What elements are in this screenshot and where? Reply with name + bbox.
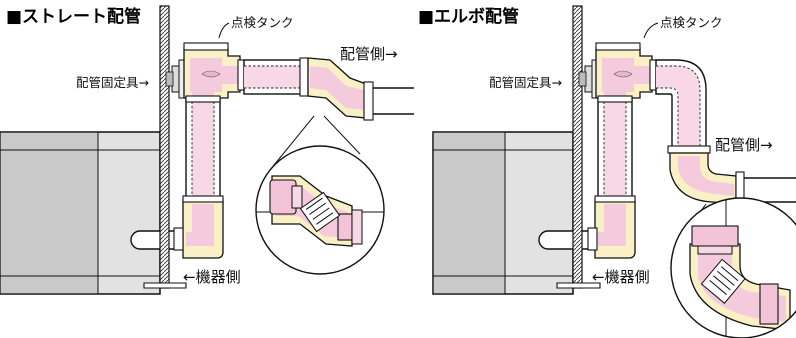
right-bracket	[556, 282, 601, 289]
right-detail-magnifier	[670, 197, 796, 338]
left-inspection-tank	[183, 42, 245, 103]
left-panel: ■ストレート配管	[0, 5, 414, 295]
right-label-piping-side: 配管側→	[715, 136, 773, 154]
left-bottom-elbow	[173, 195, 224, 259]
left-title: ■ストレート配管	[6, 6, 141, 27]
left-pipe-fixture	[165, 59, 187, 99]
left-detail-magnifier	[255, 145, 385, 275]
right-bottom-elbow	[587, 195, 636, 259]
right-wall	[572, 5, 583, 289]
left-equipment-unit	[0, 131, 174, 295]
right-title: ■エルボ配管	[418, 6, 519, 27]
right-label-inspection-tank: 点検タンク	[660, 15, 723, 30]
right-lower-elbow	[667, 145, 745, 209]
right-label-pipe-fixture: 配管固定具→	[489, 75, 562, 90]
right-label-equipment-side: ←機器側	[592, 268, 650, 286]
right-equipment-unit	[432, 131, 588, 295]
left-wall	[159, 5, 170, 289]
right-inspection-tank	[595, 42, 657, 103]
right-panel: ■エルボ配管	[418, 5, 796, 338]
left-offset-fitting	[307, 57, 374, 121]
left-label-pipe-fixture: 配管固定具→	[76, 75, 149, 90]
left-label-inspection-tank: 点検タンク	[231, 15, 294, 30]
left-label-piping-side: 配管側→	[340, 45, 398, 63]
left-label-equipment-side: ←機器側	[183, 268, 241, 286]
right-elbow-pipe	[655, 59, 707, 149]
left-bracket	[143, 282, 187, 289]
